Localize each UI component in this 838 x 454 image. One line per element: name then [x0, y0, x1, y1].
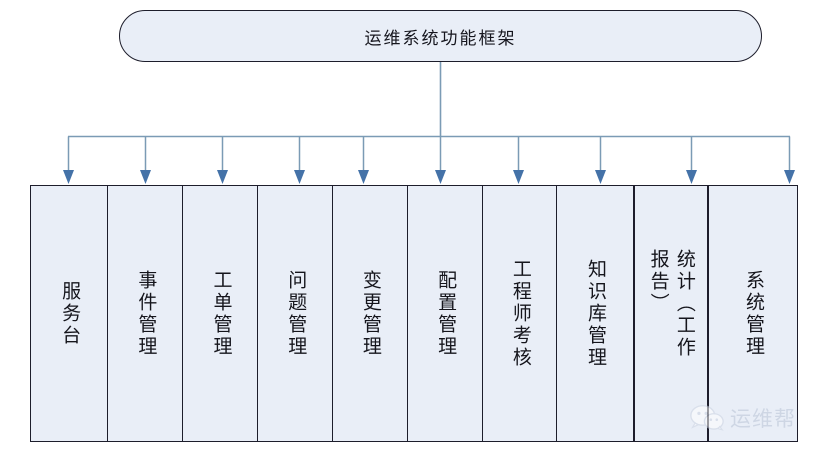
arrow-head-10	[784, 170, 795, 184]
module-box-label: 系统管理	[742, 269, 764, 358]
module-boxes-row: 服务台 事件管理 工单管理 问题管理 变更管理 配置管理 工程师考核 知识库管理 统计（工作报告…	[30, 185, 810, 442]
module-box-label: 统计（工作报告）	[647, 248, 695, 359]
module-box-label: 变更管理	[359, 269, 381, 358]
arrow-head-3	[217, 170, 228, 184]
page-title: 运维系统功能框架	[364, 28, 517, 48]
module-box[interactable]: 配置管理	[406, 185, 484, 442]
module-box-label: 服务台	[59, 280, 81, 347]
diagram-title-box: 运维系统功能框架	[119, 10, 762, 62]
arrow-head-8	[595, 170, 606, 184]
module-box[interactable]: 知识库管理	[555, 185, 634, 442]
module-box[interactable]: 系统管理	[707, 185, 799, 442]
module-box-label: 问题管理	[285, 269, 307, 358]
module-box-label: 工程师考核	[509, 258, 531, 369]
module-box[interactable]: 服务台	[30, 185, 108, 442]
module-box[interactable]: 变更管理	[331, 185, 408, 442]
arrow-head-9	[686, 170, 697, 184]
module-box-label: 事件管理	[135, 269, 157, 358]
arrow-head-4	[294, 170, 305, 184]
module-box-label: 知识库管理	[585, 258, 607, 369]
arrow-head-6	[435, 170, 446, 184]
arrow-head-1	[63, 170, 74, 184]
module-box-label: 配置管理	[435, 269, 457, 358]
arrow-head-5	[358, 170, 369, 184]
module-box[interactable]: 工程师考核	[482, 185, 558, 442]
module-box[interactable]: 工单管理	[182, 185, 259, 442]
module-box[interactable]: 事件管理	[106, 185, 184, 442]
arrow-head-7	[513, 170, 524, 184]
module-box[interactable]: 问题管理	[257, 185, 334, 442]
module-box[interactable]: 统计（工作报告）	[632, 185, 709, 442]
module-box-label: 工单管理	[210, 269, 232, 358]
arrow-head-2	[140, 170, 151, 184]
